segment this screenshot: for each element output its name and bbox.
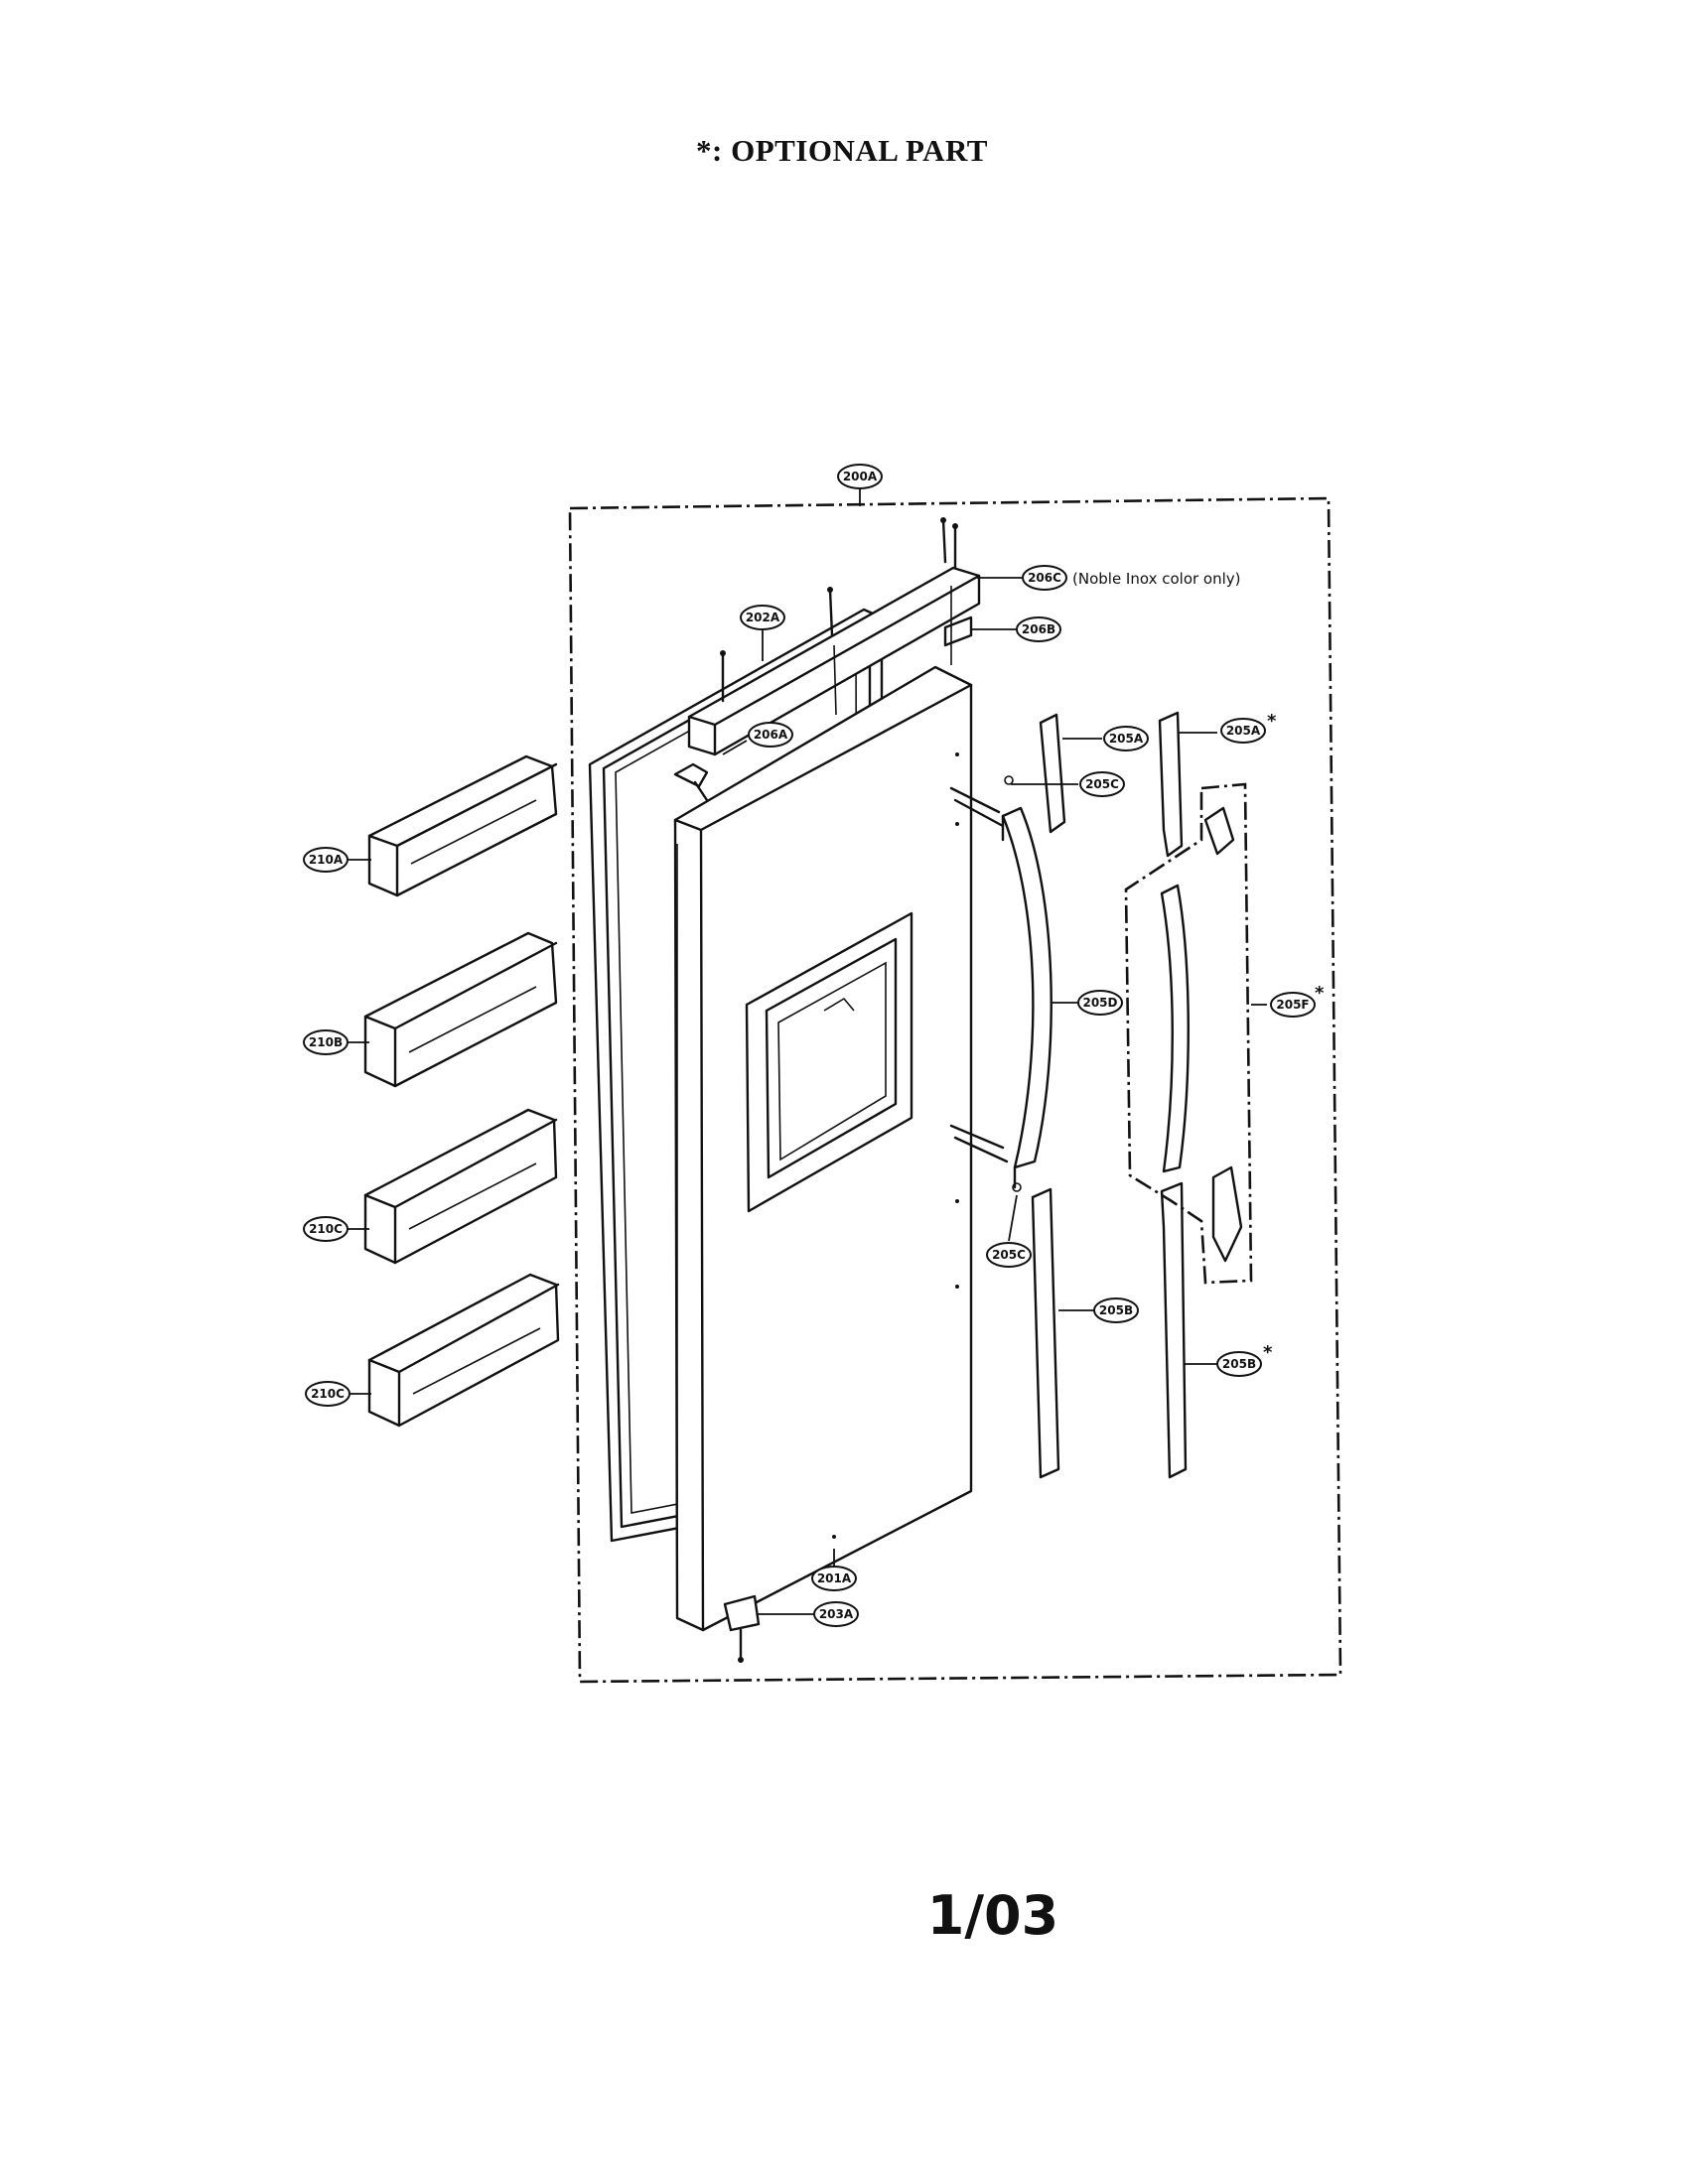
svg-text:200A: 200A [843, 470, 878, 483]
svg-text:205B: 205B [1222, 1357, 1256, 1371]
optional-part-note: *: OPTIONAL PART [696, 133, 988, 168]
handle-top-trim-205A [1039, 713, 1066, 834]
door-bin-210B [363, 931, 558, 1088]
callout-205A-2: 205A [1220, 718, 1266, 744]
handle-top-trim-205A-optional [1158, 711, 1184, 858]
assembly-frame-200A [568, 496, 1342, 1684]
svg-text:205C: 205C [1085, 777, 1119, 791]
upper-hinge-206A [673, 762, 709, 802]
svg-text:202A: 202A [746, 611, 780, 624]
svg-text:206C: 206C [1028, 571, 1061, 585]
callout-210C-1: 210C [303, 1216, 349, 1242]
svg-text:205B: 205B [1099, 1303, 1133, 1317]
svg-text:205A: 205A [1109, 732, 1144, 746]
leader-lines [348, 488, 1267, 1615]
callout-202A: 202A [740, 605, 785, 630]
door-panel [673, 665, 973, 1632]
callout-205B-1: 205B [1093, 1297, 1139, 1323]
svg-text:206B: 206B [1022, 622, 1055, 636]
callout-206B: 206B [1016, 616, 1061, 642]
handle-bottom-trim-205B [1031, 1187, 1060, 1479]
callout-205C-2: 205C [986, 1242, 1032, 1268]
callout-210B: 210B [303, 1029, 349, 1055]
optional-handle-assembly-205F [1124, 782, 1253, 1285]
callout-201A: 201A [811, 1566, 857, 1591]
callout-205C-1: 205C [1079, 771, 1125, 797]
callout-206A: 206A [748, 722, 793, 748]
svg-text:205F: 205F [1276, 998, 1309, 1012]
note-noble-inox: (Noble Inox color only) [1072, 570, 1241, 588]
svg-text:205D: 205D [1082, 996, 1117, 1010]
door-bin-210C-2 [367, 1273, 560, 1428]
callout-200A: 200A [837, 464, 883, 489]
top-screws [720, 517, 958, 716]
callout-205D: 205D [1077, 990, 1123, 1016]
callout-205B-2: 205B [1216, 1351, 1262, 1377]
door-bin-210C-1 [363, 1108, 558, 1265]
svg-text:210C: 210C [309, 1222, 343, 1236]
handle-bottom-trim-205B-optional [1160, 1181, 1188, 1479]
callout-205A-1: 205A [1103, 726, 1149, 751]
page-number: 1/03 [926, 1884, 1059, 1947]
callout-210C-2: 210C [305, 1381, 351, 1407]
svg-text:210B: 210B [309, 1035, 343, 1049]
lower-hinge-203A [723, 1594, 761, 1663]
callout-206C: 206C [1022, 565, 1067, 591]
door-handle-205D [1001, 806, 1052, 1189]
optional-marker: * [1267, 711, 1277, 732]
callout-210A: 210A [303, 847, 349, 873]
svg-text:203A: 203A [819, 1607, 854, 1621]
door-bin-210A [367, 754, 558, 897]
svg-text:201A: 201A [817, 1571, 852, 1585]
svg-text:210C: 210C [311, 1387, 345, 1401]
optional-marker: * [1263, 1342, 1273, 1363]
svg-text:210A: 210A [309, 853, 344, 867]
callout-205F: 205F [1270, 992, 1316, 1018]
svg-text:205C: 205C [992, 1248, 1026, 1262]
svg-text:206A: 206A [754, 728, 788, 742]
handle-screws-205C [949, 775, 1022, 1192]
callout-203A: 203A [813, 1601, 859, 1627]
optional-marker: * [1315, 983, 1325, 1004]
svg-text:205A: 205A [1226, 724, 1261, 738]
